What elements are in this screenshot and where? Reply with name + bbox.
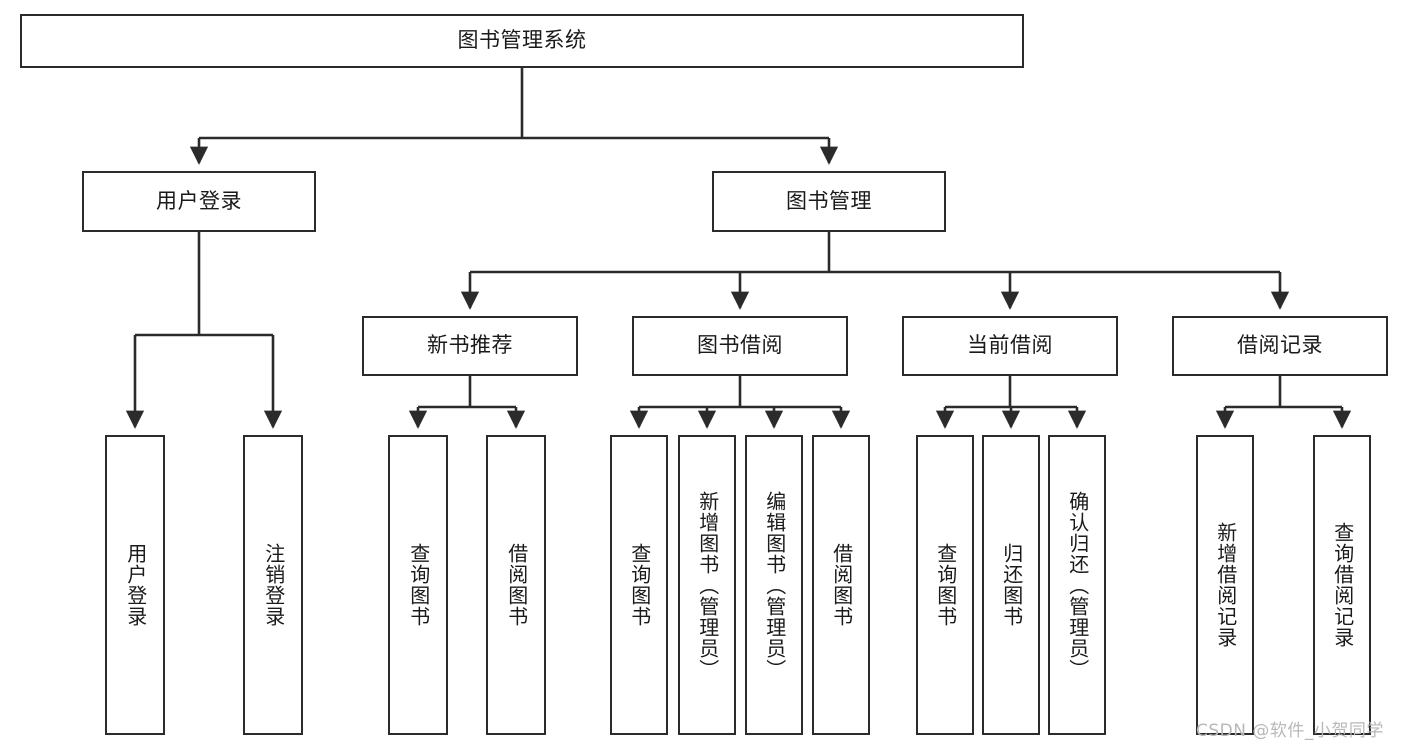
node-label: 借阅图书 <box>829 543 854 627</box>
node-label: 借阅图书 <box>504 543 529 627</box>
node-label: 注销登录 <box>261 543 286 627</box>
node-label: 图书管理 <box>786 188 872 213</box>
node-label: 查询图书 <box>406 543 431 627</box>
node-leaf-query-borrow-record[interactable]: 查询借阅记录 <box>1313 435 1371 735</box>
node-label: 新书推荐 <box>427 333 513 358</box>
node-label: 用户登录 <box>156 188 242 213</box>
node-label: 归还图书 <box>999 543 1024 627</box>
node-label: 新增借阅记录 <box>1213 522 1238 648</box>
node-leaf-borrow-books-recommend[interactable]: 借阅图书 <box>486 435 546 735</box>
node-leaf-edit-book-admin[interactable]: 编辑图书（管理员） <box>745 435 803 735</box>
node-label: 查询借阅记录 <box>1330 522 1355 648</box>
node-label: 当前借阅 <box>967 333 1053 358</box>
node-user-login[interactable]: 用户登录 <box>82 171 316 232</box>
node-leaf-logout[interactable]: 注销登录 <box>243 435 303 735</box>
node-label: 新增图书（管理员） <box>695 490 720 680</box>
node-label: 查询图书 <box>627 543 652 627</box>
node-label: 确认归还（管理员） <box>1065 490 1090 680</box>
node-current-borrow[interactable]: 当前借阅 <box>902 316 1118 376</box>
node-leaf-return-book[interactable]: 归还图书 <box>982 435 1040 735</box>
node-book-management-system[interactable]: 图书管理系统 <box>20 14 1024 68</box>
node-label: 图书管理系统 <box>457 28 587 53</box>
node-leaf-user-login[interactable]: 用户登录 <box>105 435 165 735</box>
node-label: 图书借阅 <box>697 333 783 358</box>
node-leaf-add-book-admin[interactable]: 新增图书（管理员） <box>678 435 736 735</box>
node-new-book-recommend[interactable]: 新书推荐 <box>362 316 578 376</box>
node-label: 用户登录 <box>123 543 148 627</box>
node-leaf-borrow-book[interactable]: 借阅图书 <box>812 435 870 735</box>
csdn-watermark: CSDN @软件_小贺同学 <box>1196 721 1384 741</box>
node-borrow-record[interactable]: 借阅记录 <box>1172 316 1388 376</box>
node-book-borrow[interactable]: 图书借阅 <box>632 316 848 376</box>
node-leaf-query-books-borrow[interactable]: 查询图书 <box>610 435 668 735</box>
node-leaf-add-borrow-record[interactable]: 新增借阅记录 <box>1196 435 1254 735</box>
node-label: 编辑图书（管理员） <box>762 490 787 680</box>
node-label: 借阅记录 <box>1237 333 1323 358</box>
node-leaf-query-books-recommend[interactable]: 查询图书 <box>388 435 448 735</box>
node-leaf-query-books-current[interactable]: 查询图书 <box>916 435 974 735</box>
node-book-management[interactable]: 图书管理 <box>712 171 946 232</box>
node-label: 查询图书 <box>933 543 958 627</box>
node-leaf-confirm-return-admin[interactable]: 确认归还（管理员） <box>1048 435 1106 735</box>
